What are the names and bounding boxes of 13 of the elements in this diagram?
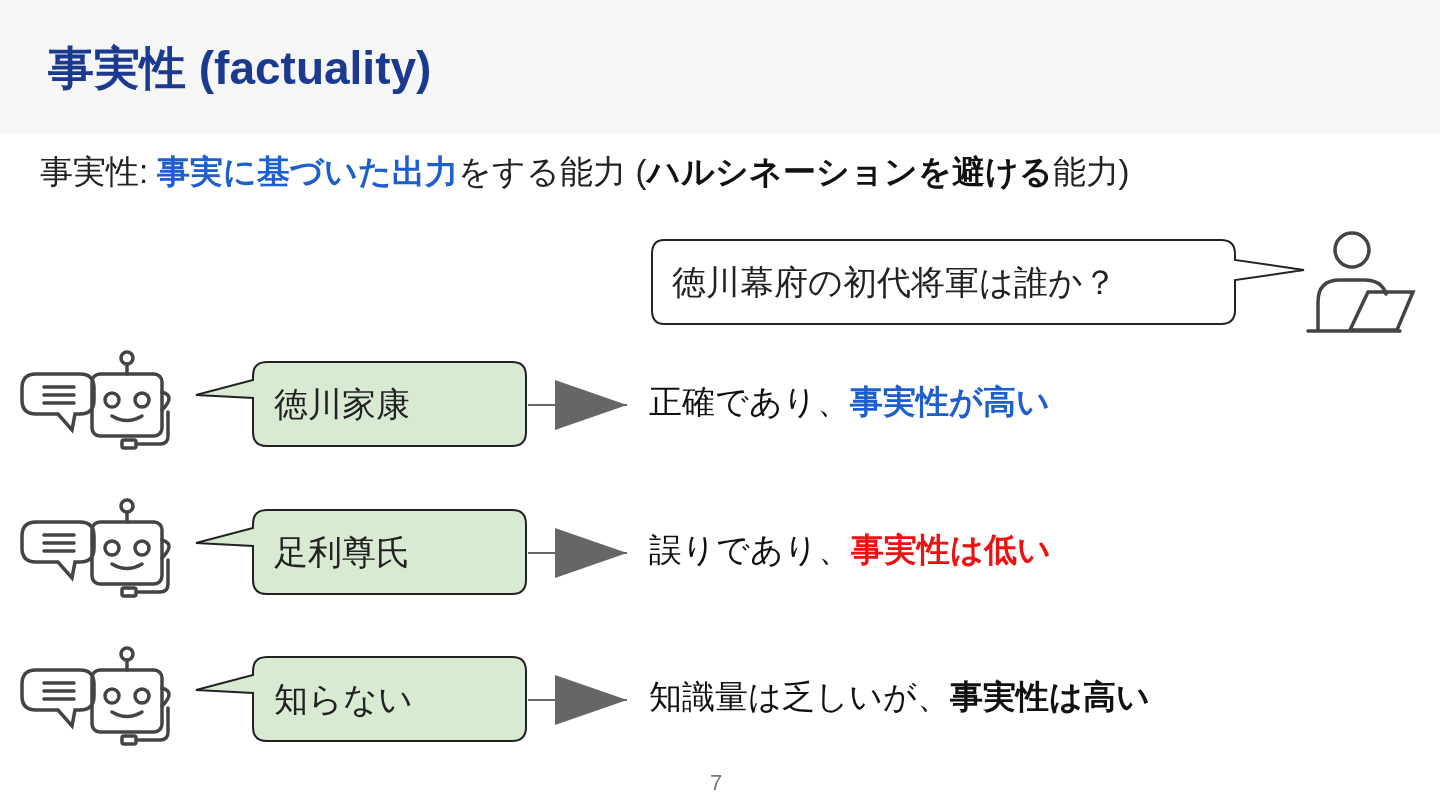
definition-text: 事実性: 事実に基づいた出力をする能力 (ハルシネーションを避ける能力): [40, 152, 1130, 192]
arrow: [527, 528, 628, 578]
slide-title: 事実性 (factuality): [48, 41, 432, 96]
page-number: 7: [710, 770, 723, 796]
result-text: 誤りであり、事実性は低い: [627, 528, 1051, 573]
speech-bubble: 徳川家康: [194, 360, 528, 448]
result-text: 知識量は乏しいが、事実性は高い: [627, 675, 1150, 720]
result-text: 正確であり、事実性が高い: [627, 380, 1050, 425]
arrow: [527, 380, 628, 430]
speech-bubble: 知らない: [194, 655, 528, 743]
arrow: [527, 675, 628, 725]
speech-bubble: 足利尊氏: [194, 508, 528, 596]
speech-bubble: 徳川幕府の初代将軍は誰か？: [650, 238, 1306, 328]
